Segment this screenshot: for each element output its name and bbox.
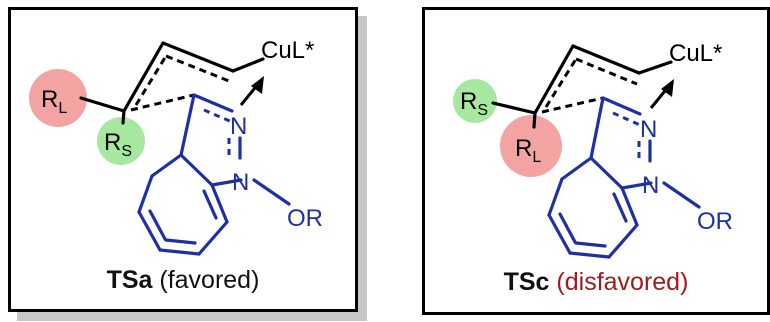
panel-tsa: CuL* RL RS N N OR TSa (favored)	[8, 7, 358, 312]
allyl-framework	[491, 44, 673, 129]
ts-status: (favored)	[159, 266, 260, 294]
panel-tsc: CuL* RS RL N N OR TSc (disfavored)	[422, 7, 770, 315]
partial-bonds	[130, 54, 230, 112]
n-bottom-label: N	[642, 172, 659, 199]
large-substituent-circle	[500, 115, 562, 177]
n-top-label: N	[230, 113, 247, 140]
partial-bonds	[541, 57, 638, 114]
n-bottom-label: N	[232, 169, 249, 196]
large-substituent-circle	[29, 69, 87, 127]
coordination-arrow	[649, 79, 674, 109]
large-substituent-label: RL	[515, 135, 541, 166]
indazole-ring	[137, 93, 291, 256]
ts-status: (disfavored)	[556, 268, 689, 296]
small-substituent-circle	[453, 79, 497, 123]
ring-partial-bonds	[612, 111, 641, 161]
copper-ligand-label: CuL*	[261, 37, 314, 64]
copper-ligand-label: CuL*	[669, 40, 722, 67]
or-group-label: OR	[697, 208, 733, 235]
coordination-arrow	[239, 76, 264, 106]
ts-name: TSa	[106, 266, 153, 294]
small-substituent-circle	[97, 117, 145, 165]
allyl-framework	[79, 41, 265, 125]
ring-partial-bonds	[203, 108, 233, 158]
ts-name: TSc	[503, 268, 550, 296]
or-group-label: OR	[287, 205, 323, 232]
tsa-structure-diagram: CuL* RL RS N N OR	[29, 37, 323, 256]
tsc-caption: TSc (disfavored)	[425, 268, 767, 297]
small-substituent-label: RS	[460, 88, 488, 119]
indazole-ring	[547, 96, 701, 259]
tsc-structure-diagram: CuL* RS RL N N OR	[453, 40, 733, 259]
n-top-label: N	[640, 116, 657, 143]
large-substituent-label: RL	[41, 86, 67, 117]
tsa-caption: TSa (favored)	[11, 266, 355, 295]
small-substituent-label: RS	[104, 129, 132, 160]
